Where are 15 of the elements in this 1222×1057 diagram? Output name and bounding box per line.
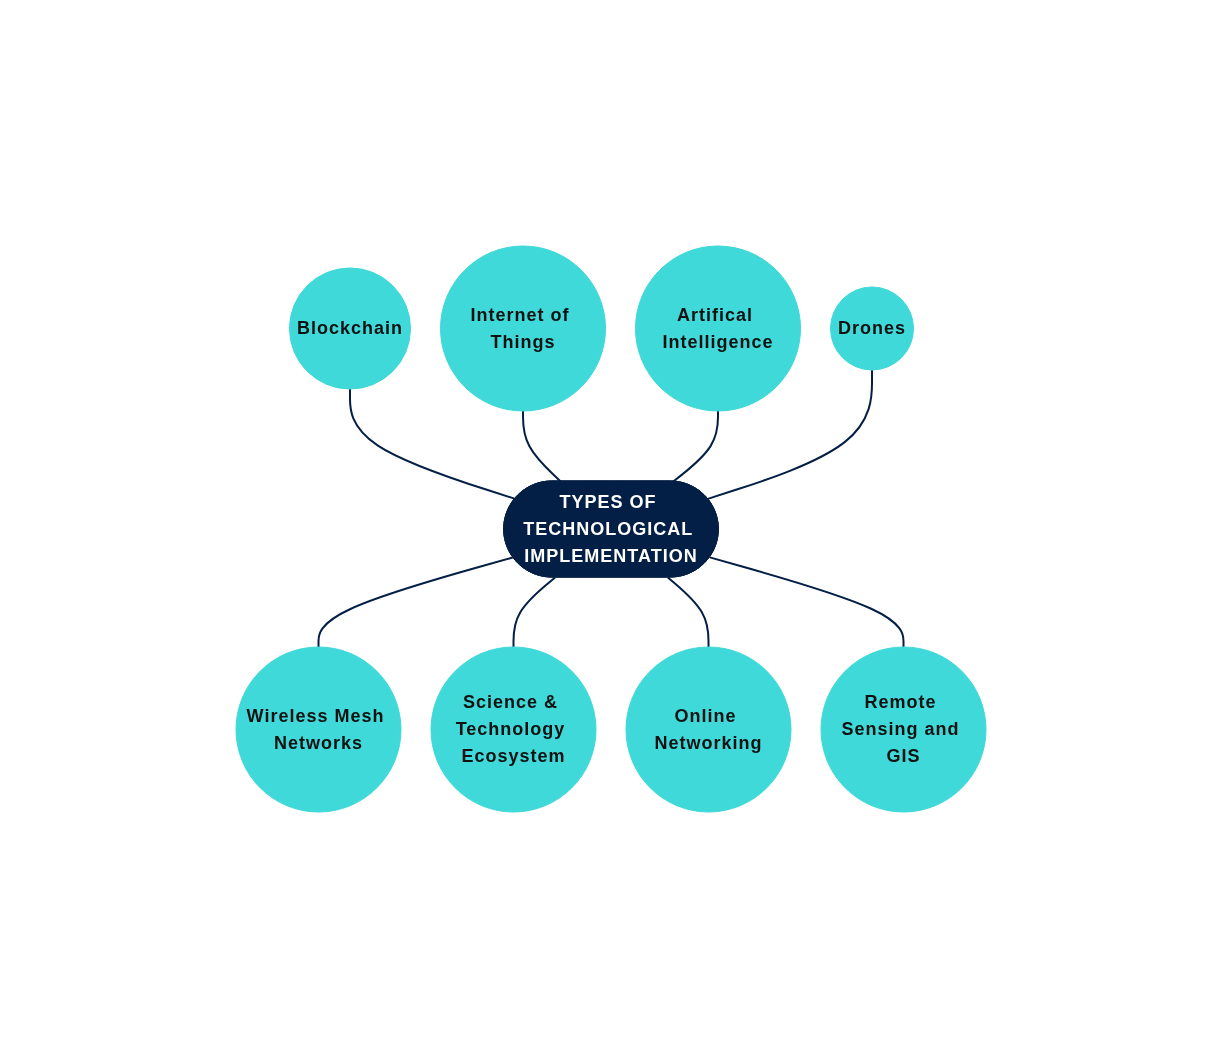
node-circle: Science & Technology Ecosystem — [430, 646, 597, 812]
node-circle: Internet of Things — [440, 245, 606, 411]
connector — [317, 555, 515, 648]
connector — [706, 368, 873, 500]
node-circle: Remote Sensing and GIS — [820, 646, 987, 812]
connector — [522, 409, 562, 482]
node-circle: Artifical Intelligence — [635, 245, 801, 411]
connector — [666, 576, 710, 648]
node-circle: Online Networking — [625, 646, 792, 812]
connector — [708, 555, 905, 648]
connector — [672, 409, 719, 483]
node-circle: Wireless Mesh Networks — [235, 646, 402, 812]
node-circle: Blockchain — [288, 267, 411, 389]
node-circle: Drones — [830, 286, 914, 370]
connector — [512, 576, 557, 648]
